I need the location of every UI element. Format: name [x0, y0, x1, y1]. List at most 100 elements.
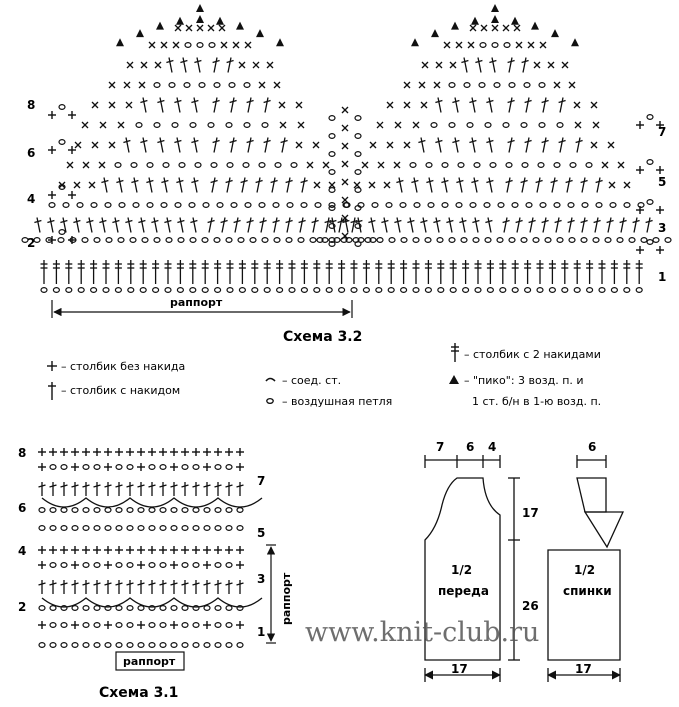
scheme-3-2-title: Схема 3.2	[283, 329, 362, 345]
chain-symbol	[82, 604, 90, 611]
sc-symbol	[181, 546, 189, 554]
dc-symbol	[502, 217, 510, 233]
sc-symbol	[656, 121, 664, 129]
chain-symbol	[457, 162, 465, 169]
dc-symbol	[49, 482, 57, 496]
chain-symbol	[192, 604, 200, 611]
dc-symbol	[126, 580, 134, 594]
chain-symbol	[412, 237, 420, 244]
dc-symbol	[112, 217, 120, 233]
sc-symbol	[513, 24, 521, 32]
dc-symbol	[475, 57, 483, 73]
chain-symbol	[567, 202, 575, 209]
chain-symbol	[251, 287, 259, 294]
sc-symbol	[435, 61, 443, 69]
chain-symbol	[354, 241, 362, 248]
sc-symbol	[353, 181, 361, 189]
dc-symbol	[212, 97, 220, 113]
chain-symbol	[65, 287, 73, 294]
sc-symbol	[104, 546, 112, 554]
sc-symbol	[82, 546, 90, 554]
chain-symbol	[437, 287, 445, 294]
chain-symbol	[523, 81, 531, 88]
chain-symbol	[581, 202, 589, 209]
chain-symbol	[214, 287, 222, 294]
dc-symbol	[170, 482, 178, 496]
chain-symbol	[313, 287, 321, 294]
dc-symbol	[558, 97, 566, 113]
chain-symbol	[165, 237, 173, 244]
chain-symbol	[214, 621, 222, 628]
dc-symbol	[418, 137, 426, 153]
sc-symbol	[449, 61, 457, 69]
tr-symbol	[548, 260, 556, 284]
dc-symbol	[148, 580, 156, 594]
sc-symbol	[108, 81, 116, 89]
chain-symbol	[646, 199, 654, 206]
ch-symbol-icon	[266, 397, 274, 405]
chain-symbol	[385, 202, 393, 209]
chain-symbol	[556, 237, 564, 244]
tr-symbol	[65, 260, 73, 284]
sc-symbol	[312, 141, 320, 149]
sc-symbol	[573, 101, 581, 109]
dc-symbol	[524, 137, 532, 153]
chain-symbol	[646, 239, 654, 246]
s32-row-7: 7	[658, 125, 666, 139]
chain-symbol	[354, 169, 362, 176]
chain-symbol	[532, 237, 540, 244]
chain-symbol	[60, 507, 68, 514]
chain-symbol	[202, 202, 210, 209]
dc-symbol	[507, 137, 515, 153]
dc-symbol	[191, 137, 199, 153]
dc-symbol	[82, 482, 90, 496]
sc-symbol	[236, 621, 244, 629]
chain-symbol	[203, 507, 211, 514]
chain-symbol	[479, 41, 487, 48]
tr-symbol	[424, 260, 432, 284]
front-top-width-1: 7	[436, 440, 444, 454]
chain-symbol	[115, 561, 123, 568]
dc-symbol	[164, 217, 172, 233]
chain-symbol	[93, 524, 101, 531]
dc-symbol	[71, 482, 79, 496]
sc-symbol	[561, 61, 569, 69]
sc-symbol	[341, 196, 349, 204]
chain-symbol	[181, 464, 189, 471]
dc-symbol	[212, 137, 220, 153]
dc-symbol	[263, 137, 271, 153]
sc-symbol	[60, 448, 68, 456]
sc-symbol	[48, 111, 56, 119]
sc-symbol	[539, 41, 547, 49]
legend-slst-text: – соед. ст.	[282, 374, 341, 387]
chain-symbol	[153, 81, 161, 88]
chain-symbol	[623, 202, 631, 209]
chain-symbol	[544, 237, 552, 244]
chain-symbol	[170, 507, 178, 514]
sc-symbol	[138, 81, 146, 89]
chain-symbol	[400, 237, 408, 244]
picot-symbol	[116, 38, 124, 47]
sc-symbol	[66, 161, 74, 169]
tr-symbol	[164, 260, 172, 284]
tr-symbol	[474, 260, 482, 284]
s31-row-1: 1	[257, 625, 265, 639]
chain-symbol	[230, 202, 238, 209]
sc-symbol	[341, 160, 349, 168]
sc-symbol	[608, 181, 616, 189]
sc-symbol	[170, 448, 178, 456]
chain-symbol	[505, 162, 513, 169]
chain-symbol	[137, 507, 145, 514]
chain-symbol	[38, 507, 46, 514]
chain-symbol	[104, 202, 112, 209]
sc-symbol	[341, 178, 349, 186]
chain-symbol	[210, 162, 218, 169]
dc-symbol	[606, 217, 614, 233]
chain-symbol	[177, 237, 185, 244]
dc-symbol	[192, 580, 200, 594]
picot-symbol	[451, 21, 459, 30]
dc-symbol	[229, 97, 237, 113]
dc-symbol	[146, 177, 154, 193]
dc-symbol	[212, 57, 220, 73]
sc-symbol	[74, 141, 82, 149]
